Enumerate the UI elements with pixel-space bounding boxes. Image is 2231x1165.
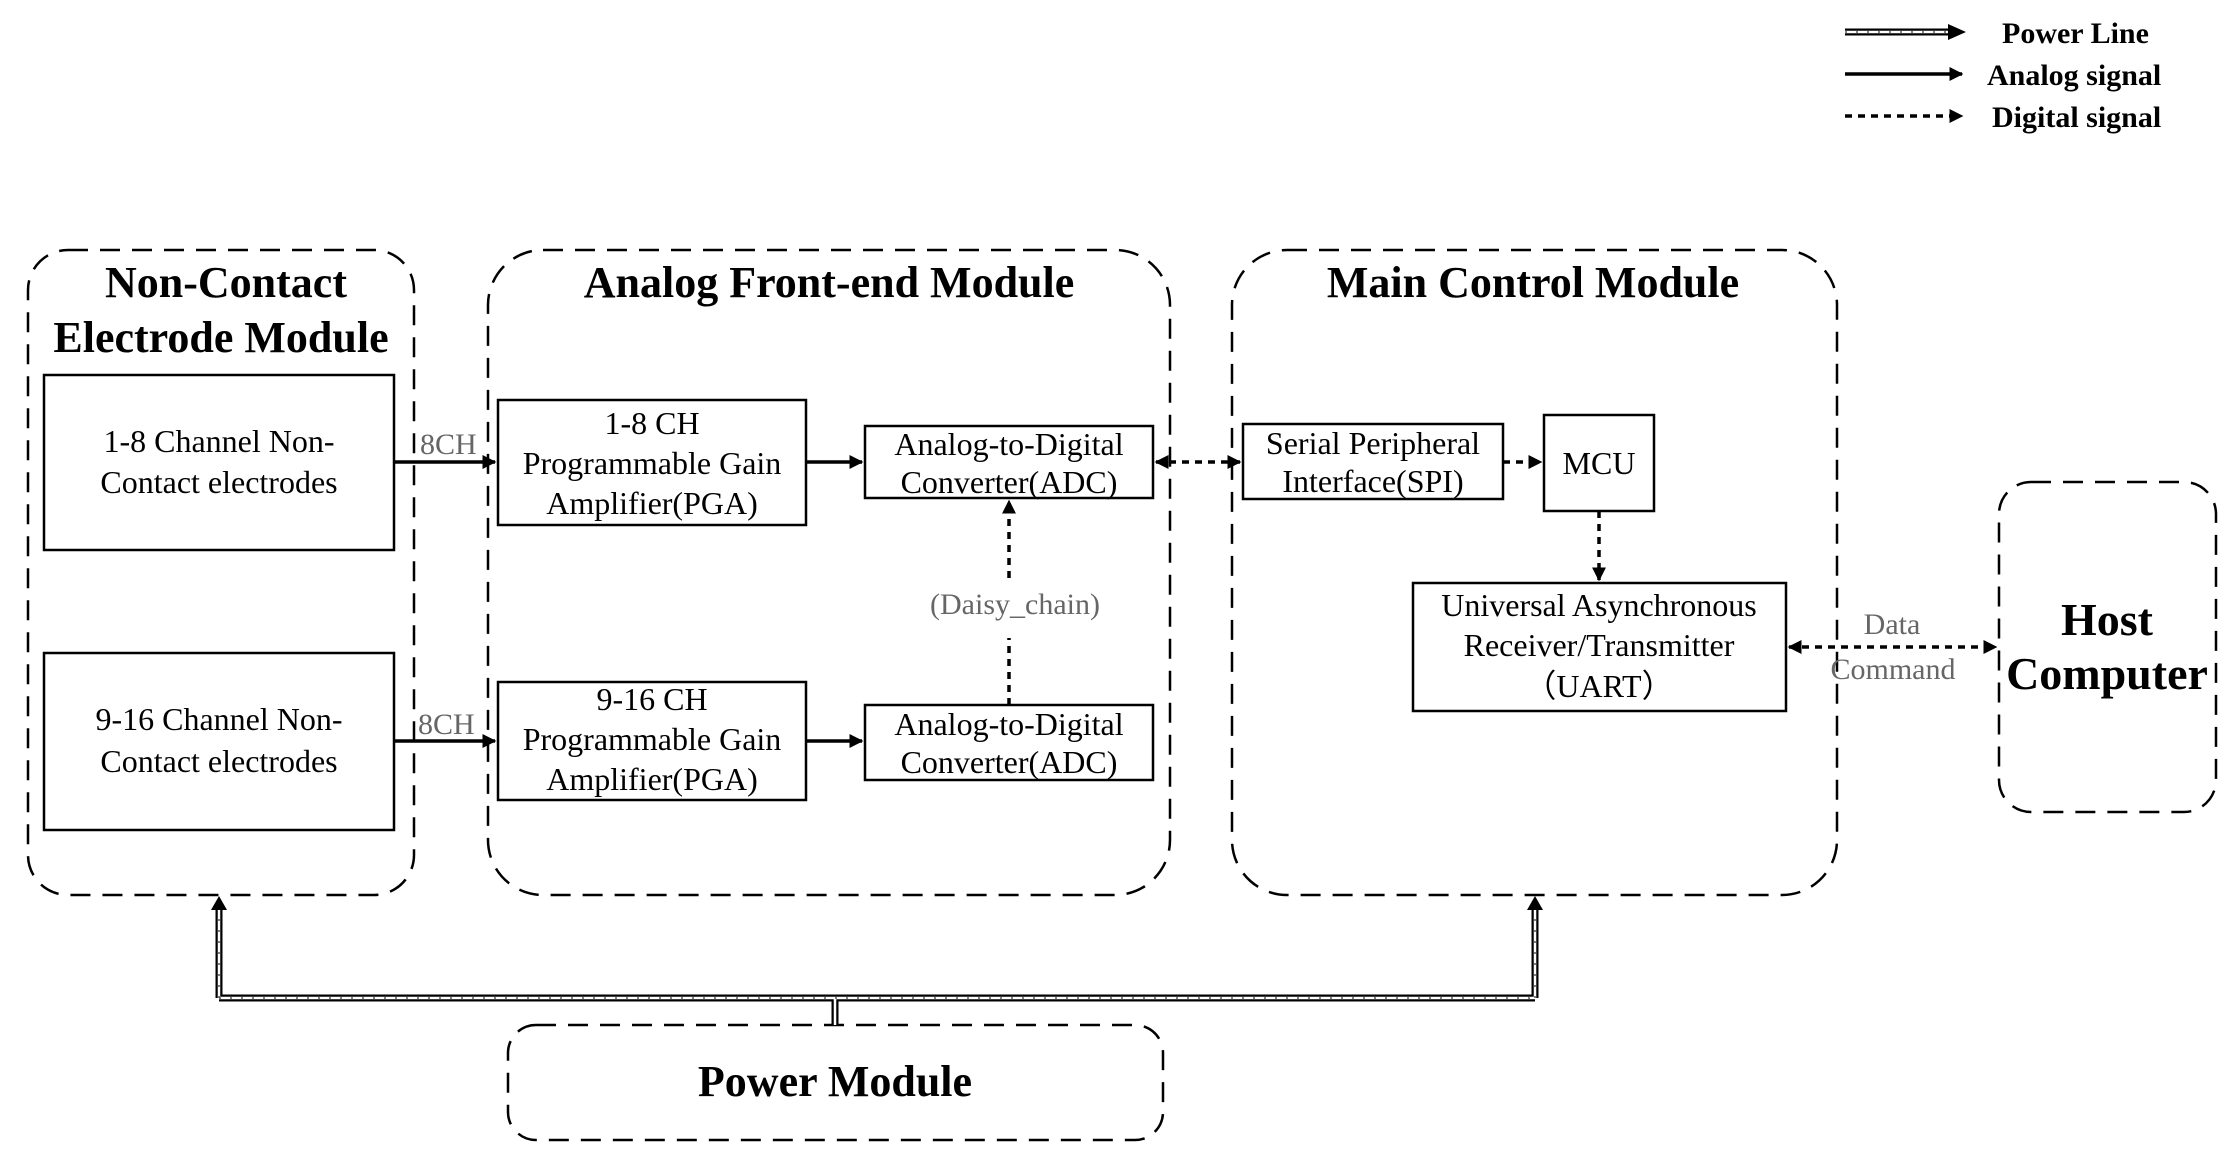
power-module: Power Module <box>506 1023 1165 1142</box>
uart-line2: Receiver/Transmitter <box>1464 627 1735 663</box>
uart-line1: Universal Asynchronous <box>1441 587 1757 623</box>
legend: Power Line Analog signal Digital signal <box>1845 17 2161 134</box>
electrodes-9-16-line1: 9-16 Channel Non- <box>95 701 342 737</box>
power-module-title: Power Module <box>698 1057 972 1106</box>
pga-9-16-line3: Amplifier(PGA) <box>546 761 758 797</box>
analog-connections <box>394 455 864 748</box>
legend-analog-signal: Analog signal <box>1845 59 2161 92</box>
pga-1-8-block: 1-8 CH Programmable Gain Amplifier(PGA) <box>496 398 808 527</box>
command-label: Command <box>1831 653 1956 686</box>
adc-bottom-block: Analog-to-Digital Converter(ADC) <box>863 703 1155 782</box>
legend-digital-signal-label: Digital signal <box>1992 101 2161 134</box>
mcu-block: MCU <box>1542 413 1656 513</box>
mcu-label: MCU <box>1563 445 1636 481</box>
electrodes-9-16-line2: Contact electrodes <box>100 743 337 779</box>
daisy-chain-label: (Daisy_chain) <box>930 588 1100 621</box>
legend-power-line: Power Line <box>1845 17 2149 50</box>
main-control-module: Main Control Module <box>1230 248 1839 897</box>
analog-front-end-module: Analog Front-end Module <box>486 248 1172 897</box>
spi-line1: Serial Peripheral <box>1266 425 1480 461</box>
electrode-module: Non-Contact Electrode Module <box>26 248 416 897</box>
electrodes-1-8-block: 1-8 Channel Non- Contact electrodes <box>42 373 396 552</box>
main-control-module-title: Main Control Module <box>1327 258 1739 307</box>
digital-connections <box>1002 455 1998 705</box>
power-lines <box>211 896 1543 1025</box>
host-title-line2: Computer <box>2006 648 2208 699</box>
pga-1-8-line3: Amplifier(PGA) <box>546 485 758 521</box>
electrode-module-title-line2: Electrode Module <box>53 313 388 362</box>
power-arrow-to-main-control-module <box>1527 896 1543 910</box>
uart-block: Universal Asynchronous Receiver/Transmit… <box>1411 581 1788 713</box>
ch-label-bottom: 8CH <box>418 708 475 741</box>
legend-power-line-label: Power Line <box>2002 17 2149 50</box>
host-title-line1: Host <box>2061 594 2154 645</box>
electrode-module-title-line1: Non-Contact <box>105 258 347 307</box>
spi-block: Serial Peripheral Interface(SPI) <box>1241 422 1505 501</box>
uart-line3: （UART） <box>1524 668 1673 704</box>
pga-9-16-line2: Programmable Gain <box>523 721 782 757</box>
adc-bottom-line1: Analog-to-Digital <box>894 706 1123 742</box>
adc-top-line1: Analog-to-Digital <box>894 426 1123 462</box>
electrodes-1-8-line1: 1-8 Channel Non- <box>103 423 334 459</box>
ch-label-top: 8CH <box>420 428 477 461</box>
pga-1-8-line2: Programmable Gain <box>523 445 782 481</box>
adc-bottom-line2: Converter(ADC) <box>901 744 1118 780</box>
pga-1-8-line1: 1-8 CH <box>604 405 699 441</box>
adc-top-block: Analog-to-Digital Converter(ADC) <box>863 424 1155 500</box>
electrodes-1-8-line2: Contact electrodes <box>100 464 337 500</box>
data-label: Data <box>1864 608 1921 641</box>
afe-module-title: Analog Front-end Module <box>584 258 1075 307</box>
legend-digital-signal: Digital signal <box>1845 101 2161 134</box>
power-arrow-to-electrode-module <box>211 896 227 910</box>
legend-analog-signal-label: Analog signal <box>1987 59 2161 92</box>
adc-top-line2: Converter(ADC) <box>901 464 1118 500</box>
host-computer: Host Computer <box>1997 480 2218 814</box>
pga-9-16-block: 9-16 CH Programmable Gain Amplifier(PGA) <box>496 680 808 802</box>
electrodes-9-16-block: 9-16 Channel Non- Contact electrodes <box>42 651 396 832</box>
spi-line2: Interface(SPI) <box>1282 463 1463 499</box>
pga-9-16-line1: 9-16 CH <box>596 681 707 717</box>
